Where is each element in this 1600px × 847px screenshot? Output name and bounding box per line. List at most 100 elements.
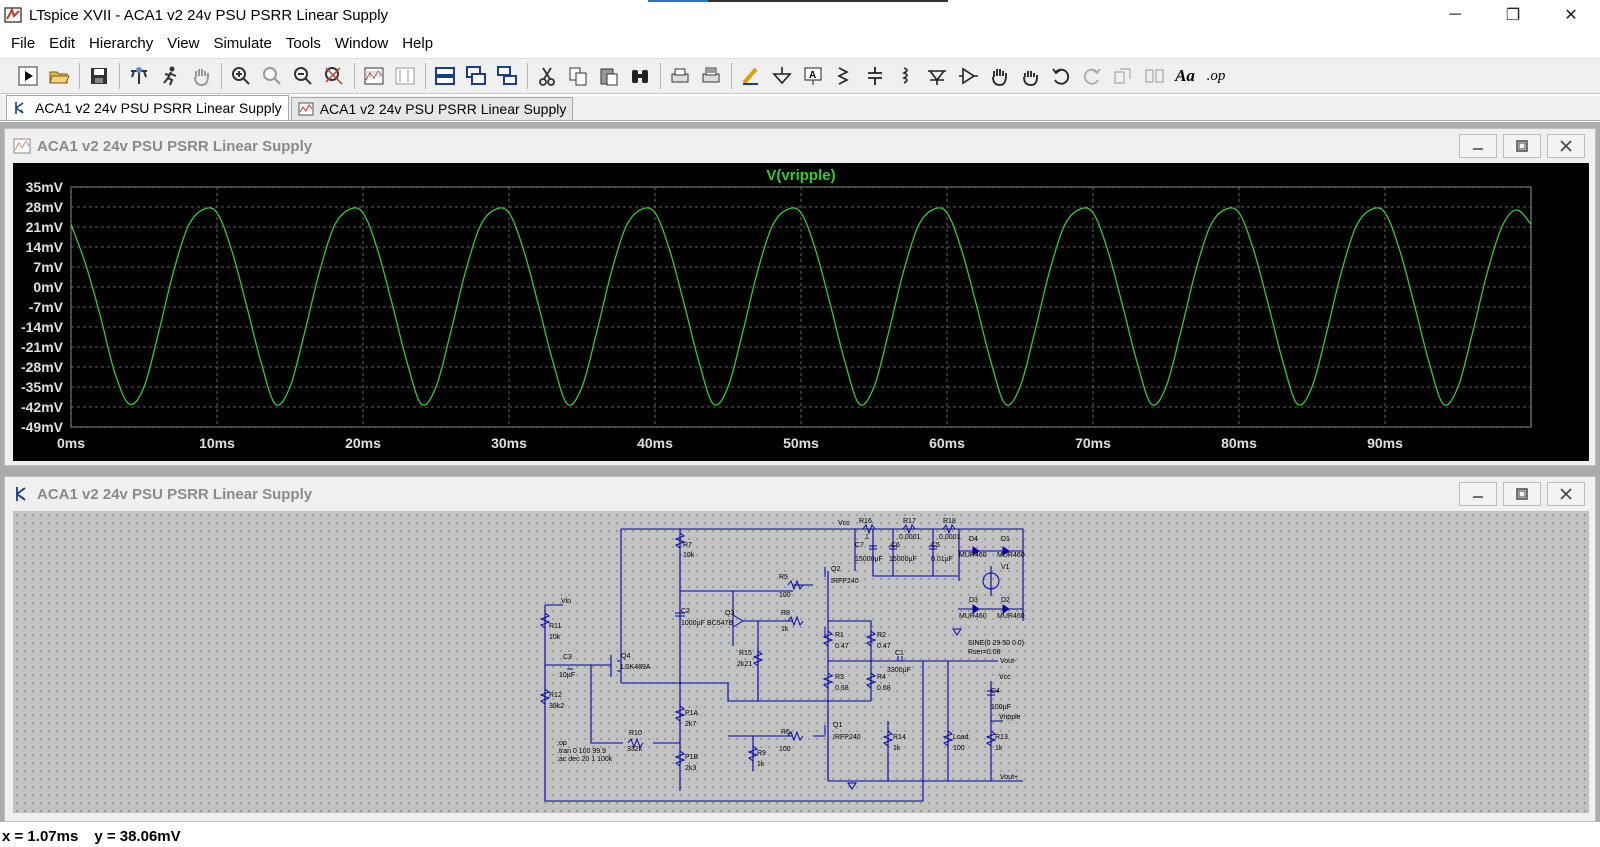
menu-window[interactable]: Window [334, 34, 389, 52]
menu-edit[interactable]: Edit [49, 34, 76, 52]
toolbar-separator [425, 63, 426, 89]
schematic-window: ACA1 v2 24v PSU PSRR Linear Supply [4, 476, 1596, 822]
paste-icon[interactable] [595, 62, 623, 90]
inductor-icon[interactable] [892, 62, 920, 90]
draw-wire-icon[interactable] [737, 62, 765, 90]
cursor-y-readout: y = 38.06mV [94, 828, 181, 845]
maximize-button[interactable] [1503, 134, 1541, 158]
menu-tools[interactable]: Tools [285, 34, 321, 52]
close-button[interactable]: ✕ [1564, 7, 1578, 24]
restore-button[interactable]: ❐ [1505, 7, 1521, 24]
move-icon[interactable] [985, 62, 1013, 90]
svg-text:A: A [809, 70, 816, 81]
schem-label: 0.47 [835, 643, 849, 650]
waveform-chart[interactable]: 35mV28mV21mV14mV7mV0mV-7mV-14mV-21mV-28m… [13, 163, 1589, 461]
resistor-icon[interactable] [830, 62, 858, 90]
component-icon[interactable] [954, 62, 982, 90]
menu-hierarchy[interactable]: Hierarchy [89, 34, 154, 52]
x-tick-label: 70ms [1075, 435, 1111, 451]
maximize-button[interactable] [1503, 482, 1541, 506]
run-icon[interactable] [14, 62, 42, 90]
schem-label: 39k2 [549, 703, 564, 710]
y-tick-label: 0mV [33, 279, 63, 295]
document-tab-bar: ACA1 v2 24v PSU PSRR Linear Supply ACA1 … [0, 95, 1600, 121]
diode-icon[interactable] [923, 62, 951, 90]
y-tick-label: 14mV [26, 239, 64, 255]
find-icon[interactable] [626, 62, 654, 90]
x-tick-label: 40ms [637, 435, 673, 451]
ground-icon[interactable] [768, 62, 796, 90]
print-icon[interactable] [666, 62, 694, 90]
copy-icon[interactable] [564, 62, 592, 90]
schem-label: 1 [865, 534, 869, 541]
spice-directive: .tran 0 100 99.9 [557, 748, 606, 755]
schem-label: C5 [931, 542, 940, 549]
open-icon[interactable] [45, 62, 73, 90]
tab-schematic[interactable]: ACA1 v2 24v PSU PSRR Linear Supply [6, 95, 289, 120]
menu-file[interactable]: File [11, 34, 36, 52]
run-sim-icon[interactable] [156, 62, 184, 90]
save-icon[interactable] [85, 62, 113, 90]
schem-label: C3 [563, 654, 572, 661]
schem-label: R2 [877, 632, 886, 639]
tile-vertical-icon[interactable] [493, 62, 521, 90]
schem-label: MUR460 [997, 552, 1025, 559]
text-icon[interactable]: Aa [1171, 62, 1199, 90]
undo-icon[interactable] [1047, 62, 1075, 90]
halt-icon[interactable] [187, 62, 215, 90]
minimize-button[interactable] [1459, 134, 1497, 158]
cut-icon[interactable] [533, 62, 561, 90]
spice-directive-icon[interactable]: .op [1202, 62, 1230, 90]
waveform-window-title: ACA1 v2 24v PSU PSRR Linear Supply [37, 137, 313, 155]
schematic-window-title: ACA1 v2 24v PSU PSRR Linear Supply [37, 485, 313, 503]
schem-label: R17 [903, 518, 916, 525]
y-tick-label: -21mV [21, 339, 64, 355]
cursor-icon[interactable] [391, 62, 419, 90]
menu-simulate[interactable]: Simulate [213, 34, 272, 52]
zoom-pan-icon[interactable] [258, 62, 286, 90]
schem-label: P1A [685, 710, 699, 717]
trace-label: V(vripple) [766, 167, 835, 184]
schematic-drawing[interactable]: R16 1 R17 0.0001 R18 0.0001 C7 15000µF C… [13, 511, 1589, 813]
control-panel-icon[interactable] [125, 62, 153, 90]
label-net-icon[interactable]: A [799, 62, 827, 90]
toolbar-separator [527, 63, 528, 89]
capacitor-icon[interactable] [861, 62, 889, 90]
mirror-icon[interactable] [1140, 62, 1168, 90]
schem-label: D2 [1001, 597, 1010, 604]
schem-label: MUR460 [997, 613, 1025, 620]
zoom-in-icon[interactable] [227, 62, 255, 90]
schem-label: R9 [757, 750, 766, 757]
tab-waveform[interactable]: ACA1 v2 24v PSU PSRR Linear Supply [290, 97, 574, 120]
schem-label: IRFP240 [831, 578, 859, 585]
cascade-icon[interactable] [462, 62, 490, 90]
zoom-out-icon[interactable] [289, 62, 317, 90]
rotate-icon[interactable] [1109, 62, 1137, 90]
print-setup-icon[interactable] [697, 62, 725, 90]
close-button[interactable] [1547, 134, 1585, 158]
redo-icon[interactable] [1078, 62, 1106, 90]
waveform-window-controls [1453, 134, 1585, 158]
schem-label: V1 [1001, 564, 1010, 571]
schem-label: 0.68 [835, 685, 849, 692]
tile-horizontal-icon[interactable] [431, 62, 459, 90]
y-tick-label: 28mV [26, 199, 64, 215]
schem-label: R6 [781, 729, 790, 736]
schem-label: 1k [757, 761, 765, 768]
autorange-icon[interactable] [360, 62, 388, 90]
menu-help[interactable]: Help [402, 34, 434, 52]
schematic-icon [15, 102, 24, 114]
zoom-fit-icon[interactable] [320, 62, 348, 90]
x-tick-label: 30ms [491, 435, 527, 451]
schem-label: 100 [779, 592, 791, 599]
close-button[interactable] [1547, 482, 1585, 506]
cursor-x-readout: x = 1.07ms [2, 828, 79, 845]
menu-view[interactable]: View [167, 34, 200, 52]
schematic-canvas[interactable]: R16 1 R17 0.0001 R18 0.0001 C7 15000µF C… [13, 511, 1589, 813]
minimize-button[interactable]: ─ [1449, 6, 1461, 23]
schem-label: R13 [995, 734, 1008, 741]
schem-label: 0.68 [877, 685, 891, 692]
drag-icon[interactable] [1016, 62, 1044, 90]
minimize-button[interactable] [1459, 482, 1497, 506]
